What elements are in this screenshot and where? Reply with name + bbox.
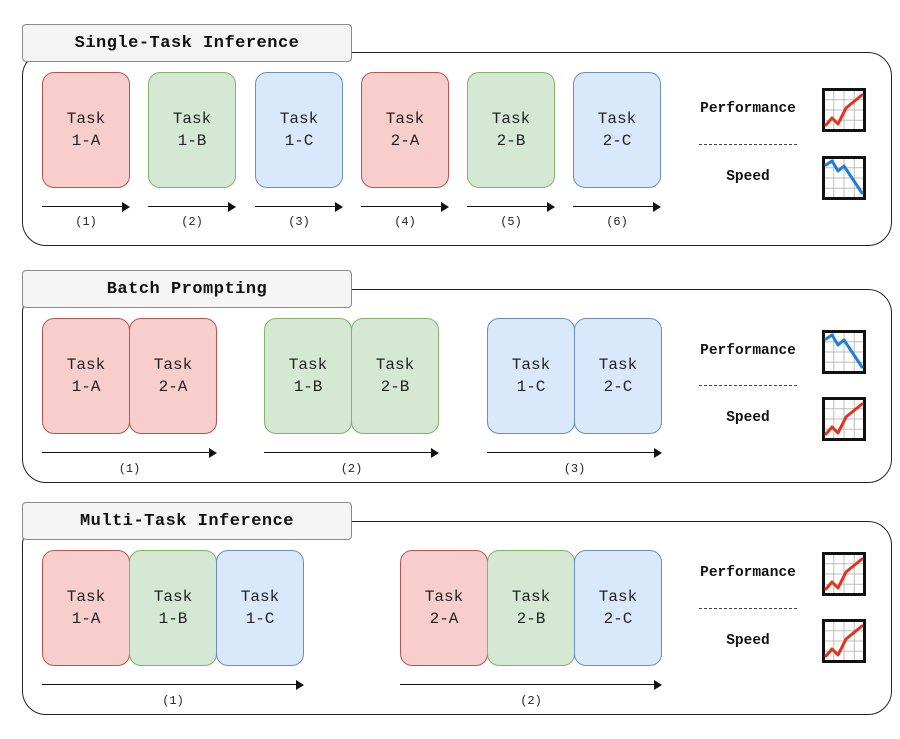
time-arrow bbox=[42, 680, 304, 690]
title-connector bbox=[352, 521, 862, 522]
time-arrow bbox=[42, 202, 130, 212]
metric-divider bbox=[699, 385, 797, 386]
step-label: (1) bbox=[75, 215, 97, 229]
performance-label: Performance bbox=[700, 343, 796, 359]
step-label: (5) bbox=[500, 215, 522, 229]
title-connector bbox=[352, 52, 862, 53]
trend-down-icon bbox=[822, 330, 866, 374]
metric-divider bbox=[699, 608, 797, 609]
time-arrow bbox=[573, 202, 661, 212]
performance-label: Performance bbox=[700, 565, 796, 581]
step-label: (4) bbox=[394, 215, 416, 229]
step-label: (2) bbox=[340, 462, 363, 476]
trend-up-icon bbox=[822, 552, 866, 596]
time-arrow bbox=[148, 202, 236, 212]
time-arrow bbox=[467, 202, 555, 212]
performance-label: Performance bbox=[700, 101, 796, 117]
step-label: (6) bbox=[606, 215, 628, 229]
time-arrow bbox=[361, 202, 449, 212]
time-arrow bbox=[264, 448, 439, 458]
speed-label: Speed bbox=[726, 633, 770, 649]
time-arrow bbox=[400, 680, 662, 690]
time-arrow bbox=[487, 448, 662, 458]
speed-label: Speed bbox=[726, 410, 770, 426]
trend-up-icon bbox=[822, 619, 866, 663]
trend-down-icon bbox=[822, 156, 866, 200]
section-title: Batch Prompting bbox=[22, 270, 352, 308]
step-label: (1) bbox=[118, 462, 141, 476]
step-label: (3) bbox=[563, 462, 586, 476]
step-label: (2) bbox=[520, 694, 542, 708]
step-label: (1) bbox=[162, 694, 184, 708]
time-arrow bbox=[255, 202, 343, 212]
speed-label: Speed bbox=[726, 169, 770, 185]
section-title: Multi-Task Inference bbox=[22, 502, 352, 540]
step-label: (2) bbox=[181, 215, 203, 229]
section-title: Single-Task Inference bbox=[22, 24, 352, 62]
step-label: (3) bbox=[288, 215, 310, 229]
trend-up-icon bbox=[822, 397, 866, 441]
title-connector bbox=[352, 289, 862, 290]
time-arrow bbox=[42, 448, 217, 458]
trend-up-icon bbox=[822, 88, 866, 132]
metric-divider bbox=[699, 144, 797, 145]
